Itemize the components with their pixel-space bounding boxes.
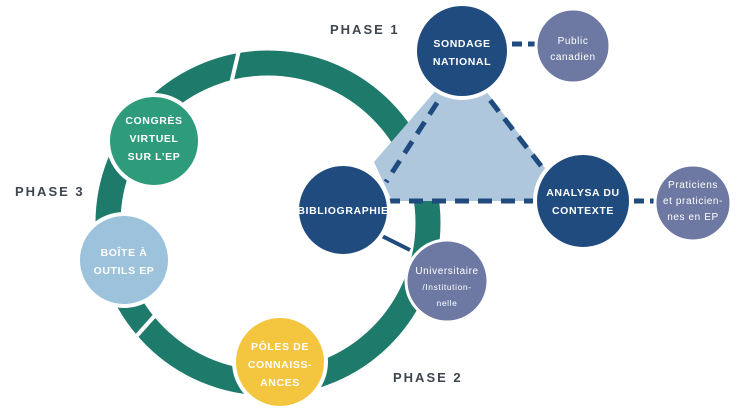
node-label-line: SONDAGE [433,38,490,50]
node-label-line: Public [558,36,589,47]
node-label-line: VIRTUEL [129,133,178,145]
node-bibliographie: BIBLIOGRAPHIE [295,162,391,258]
ring-divider [229,49,241,85]
node-praticiens: Praticiens et praticien- nes en EP [653,163,733,243]
node-analyse-contexte: ANALYSA DU CONTEXTE [533,151,633,251]
node-circle [404,238,490,324]
phase1-label: PHASE 1 [330,22,400,37]
ring-divider [131,310,160,342]
connector-biblio-universitaire [379,233,411,252]
node-label-line: CONTEXTE [552,205,614,217]
node-circle [413,2,511,100]
phase3-label: PHASE 3 [15,184,85,199]
node-label-line: CONNAISS- [248,359,312,371]
node-universitaire: Universitaire /Institution- nelle [404,238,490,324]
node-circle [76,212,172,308]
node-congres-virtuel: CONGRÈS VIRTUEL SUR L’EP [106,93,202,189]
node-circle [106,93,202,189]
node-label-line: BOÎTE À [101,246,148,259]
node-label-line: Universitaire [415,266,478,277]
node-public-canadien: Public canadien [534,7,612,85]
node-label-line: nes en EP [667,212,719,223]
node-label-line: ANCES [260,377,300,389]
triangle-fill [374,60,552,201]
node-label-line: ANALYSA DU [546,187,619,199]
node-circle [533,151,633,251]
node-label-line: /Institution- [422,282,471,292]
node-poles-connaissances: PÔLES DE CONNAISS- ANCES [232,314,328,410]
node-label-line: Praticiens [668,180,718,191]
node-circle [653,163,733,243]
node-label-line: et praticien- [663,196,723,207]
node-label-line: SUR L’EP [128,151,181,163]
node-circle [534,7,612,85]
node-sondage-national: SONDAGE NATIONAL [413,2,511,100]
node-label-line: CONGRÈS [125,114,182,127]
node-circle [232,314,328,410]
node-circle [295,162,391,258]
phase2-label: PHASE 2 [393,370,463,385]
node-label-line: nelle [437,298,458,308]
node-label-line: PÔLES DE [251,340,309,353]
node-label-line: canadien [550,52,595,63]
node-label-line: NATIONAL [433,56,491,68]
node-boite-outils: BOÎTE À OUTILS EP [76,212,172,308]
node-label-line: OUTILS EP [94,265,155,277]
node-label-line: BIBLIOGRAPHIE [297,205,388,217]
